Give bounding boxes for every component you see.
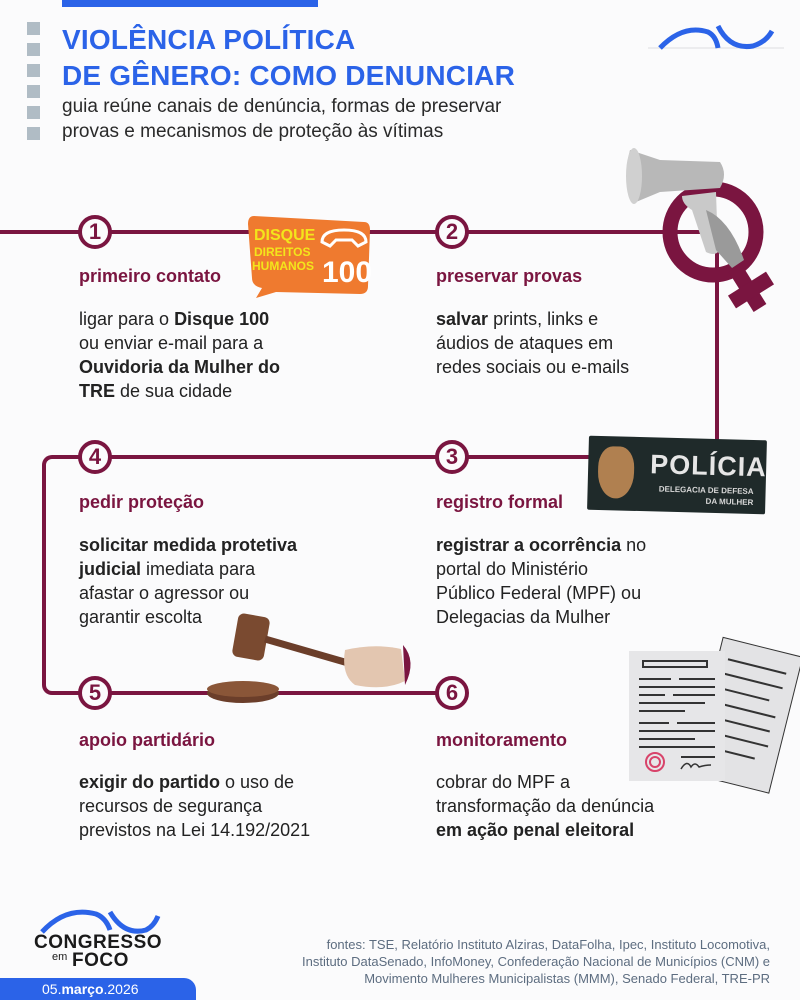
policia-sign-sub2: DA MULHER <box>705 496 754 508</box>
decor-square <box>27 127 40 140</box>
date-month: março <box>61 981 104 997</box>
body-line: garantir escolta <box>79 607 203 627</box>
step-4-body: solicitar medida protetiva judicial imedi… <box>79 533 297 629</box>
policia-sign-title: POLÍCIA <box>649 449 768 483</box>
decor-square <box>27 85 40 98</box>
decor-square <box>27 43 40 56</box>
logo-text-foco: FOCO <box>72 950 129 971</box>
body-line: exigir do partido o uso de <box>79 772 295 792</box>
step-6-title: monitoramento <box>436 730 568 750</box>
step-5-title: apoio partidário <box>79 730 216 750</box>
subtitle-line-2: provas e mecanismos de proteção às vítim… <box>62 121 444 142</box>
step-1-body: ligar para o Disque 100 ou enviar e-mail … <box>79 307 280 403</box>
body-line: Delegacias da Mulher <box>436 607 611 627</box>
police-badge-icon <box>597 445 635 499</box>
step-2-number: 2 <box>435 215 469 249</box>
body-line: áudios de ataques em <box>436 333 614 353</box>
body-line: em ação penal eleitoral <box>436 820 635 840</box>
body-line: Ouvidoria da Mulher do <box>79 357 281 377</box>
body-line: portal do Ministério <box>436 559 589 579</box>
subtitle-line-1: guia reúne canais de denúncia, formas de… <box>62 96 502 117</box>
step-2-title: preservar provas <box>436 266 583 286</box>
step-1-number: 1 <box>78 215 112 249</box>
gavel-icon <box>207 613 411 703</box>
step-3-number: 3 <box>435 440 469 474</box>
step-3-title: registro formal <box>436 492 564 512</box>
title-line-2: DE GÊNERO: COMO DENUNCIAR <box>62 60 516 91</box>
flow-line-right-vertical <box>715 232 719 459</box>
page-title: VIOLÊNCIA POLÍTICA DE GÊNERO: COMO DENUN… <box>62 22 515 94</box>
sources-text: fontes: TSE, Relatório Instituto Alziras… <box>210 936 770 987</box>
body-line: solicitar medida protetiva <box>79 535 298 555</box>
sources-line-2: Instituto DataSenado, InfoMoney, Confede… <box>301 954 770 969</box>
body-line: ou enviar e-mail para a <box>79 333 264 353</box>
decor-square <box>27 22 40 35</box>
step-6-number: 6 <box>435 676 469 710</box>
logo-text-congresso: CONGRESSO <box>34 932 163 953</box>
step-4-title: pedir proteção <box>79 492 205 512</box>
body-line: previstos na Lei 14.192/2021 <box>79 820 311 840</box>
policia-sign-subtitle: DELEGACIA DE DEFESA DA MULHER <box>658 484 754 508</box>
step-1-title: primeiro contato <box>79 266 222 286</box>
body-line: ligar para o Disque 100 <box>79 309 270 329</box>
title-line-1: VIOLÊNCIA POLÍTICA <box>62 24 356 55</box>
date-bar: 05.março.2026 <box>0 978 196 1000</box>
flow-line-row2 <box>52 455 719 459</box>
page-subtitle: guia reúne canais de denúncia, formas de… <box>62 94 501 144</box>
logo-text-em: em <box>52 951 68 963</box>
documents-icon <box>629 636 800 794</box>
step-2-body: salvar prints, links e áudios de ataques … <box>436 307 629 379</box>
step-6-body: cobrar do MPF a transformação da denúncia… <box>436 770 654 842</box>
megaphone-female-symbol-icon <box>626 148 775 312</box>
body-line: TRE de sua cidade <box>79 381 233 401</box>
policia-sign-image: POLÍCIA DELEGACIA DE DEFESA DA MULHER <box>587 435 768 515</box>
congresso-wave-logo-icon <box>648 24 784 50</box>
body-line: Público Federal (MPF) ou <box>436 583 642 603</box>
date-year: .2026 <box>103 981 139 997</box>
sources-line-1: fontes: TSE, Relatório Instituto Alziras… <box>326 937 770 952</box>
decor-square <box>27 64 40 77</box>
step-5-number: 5 <box>78 676 112 710</box>
body-line: recursos de segurança <box>79 796 263 816</box>
svg-text:DISQUE: DISQUE <box>254 227 316 244</box>
step-3-body: registrar a ocorrência no portal do Minis… <box>436 533 646 629</box>
flow-corner-top-left <box>42 455 60 473</box>
body-line: cobrar do MPF a <box>436 772 571 792</box>
svg-text:DIREITOS: DIREITOS <box>254 245 310 259</box>
disque-100-badge-icon: DISQUE DIREITOS HUMANOS 100 <box>248 216 372 298</box>
body-line: registrar a ocorrência no <box>436 535 647 555</box>
body-line: judicial imediata para <box>79 559 256 579</box>
svg-text:HUMANOS: HUMANOS <box>252 259 314 273</box>
date-day: 05. <box>42 981 62 997</box>
sources-line-3: Movimento Mulheres Municipalistas (MMM),… <box>364 971 770 986</box>
body-line: salvar prints, links e <box>436 309 599 329</box>
svg-text:100: 100 <box>322 256 372 289</box>
flow-line-left-vertical <box>42 465 46 685</box>
top-accent-bar <box>62 0 318 7</box>
congresso-em-foco-logo-icon <box>40 909 161 934</box>
body-line: transformação da denúncia <box>436 796 655 816</box>
step-4-number: 4 <box>78 440 112 474</box>
body-line: redes sociais ou e-mails <box>436 357 630 377</box>
step-5-body: exigir do partido o uso de recursos de se… <box>79 770 310 842</box>
decor-square <box>27 106 40 119</box>
flow-corner-bottom-left <box>42 677 60 695</box>
body-line: afastar o agressor ou <box>79 583 250 603</box>
